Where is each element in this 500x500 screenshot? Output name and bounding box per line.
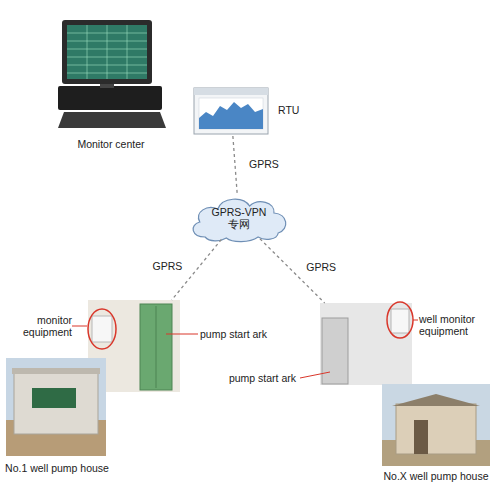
desktop-case — [58, 86, 162, 110]
pump-cabinet — [322, 318, 348, 384]
keyboard — [58, 112, 166, 128]
pump-house: No.1 well pump house — [6, 358, 106, 456]
rtu-unit: RTU — [192, 86, 270, 136]
cloud-shape — [193, 199, 286, 241]
node-label: monitor equipment — [2, 314, 72, 338]
pump-house — [396, 404, 476, 454]
edge-label: GPRS — [153, 260, 183, 272]
monitor-stand — [100, 84, 114, 88]
gprs-link — [233, 136, 237, 195]
equipment-photo — [320, 303, 412, 385]
well-equipment: well monitor equipmentpump start ark — [320, 303, 412, 385]
pump-house — [14, 372, 98, 434]
edge-label: GPRS — [249, 158, 279, 170]
monitor-frame — [62, 20, 152, 84]
house-roof — [12, 368, 100, 374]
node-label: pump start ark — [206, 372, 296, 384]
rtu-header — [194, 88, 268, 95]
rtu-chart-area — [199, 98, 263, 129]
cabinet-seam — [156, 306, 157, 388]
monitor-box — [391, 309, 409, 333]
pump-cabinet — [140, 304, 172, 390]
leader-line — [413, 320, 418, 321]
highlight-circle — [387, 302, 413, 338]
highlight-circle — [88, 309, 116, 349]
well-equipment: monitor equipmentpump start ark — [88, 300, 180, 392]
vpn-cloud: GPRS-VPN 专网 — [186, 193, 292, 243]
screen-grid — [67, 25, 147, 79]
leader-line — [166, 334, 198, 335]
rtu-panel — [194, 88, 268, 134]
rtu-chart — [199, 102, 263, 129]
house-sign — [32, 388, 76, 408]
monitor-screen — [67, 25, 147, 79]
house-roof — [392, 394, 480, 406]
node-label: RTU — [278, 104, 318, 116]
edge-label: GPRS — [306, 261, 336, 273]
monitor-box — [92, 316, 112, 342]
leader-line — [300, 372, 330, 378]
node-label: pump start ark — [200, 328, 290, 340]
node-label: No.1 well pump house — [2, 462, 112, 474]
node-label: No.X well pump house — [376, 470, 496, 482]
pump-house: No.X well pump house — [382, 384, 490, 466]
monitor-center: Monitor center — [58, 18, 164, 130]
node-label: well monitor equipment — [419, 313, 499, 337]
house-photo — [6, 358, 106, 456]
house-photo — [382, 384, 490, 466]
leader-line — [72, 326, 87, 327]
house-door — [414, 420, 428, 454]
node-label: Monitor center — [46, 138, 176, 150]
node-label: GPRS-VPN 专网 — [207, 206, 271, 230]
